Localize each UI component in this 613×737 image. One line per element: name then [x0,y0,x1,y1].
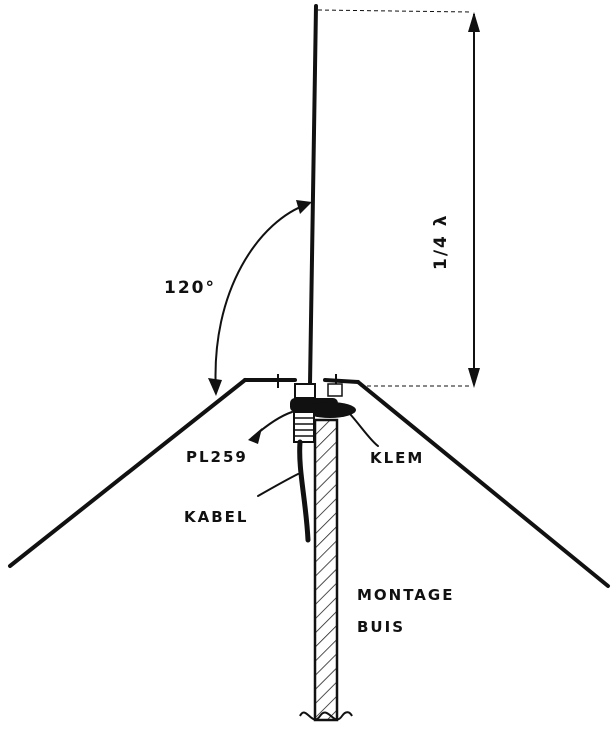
hex-nut [327,383,343,397]
angle-arrow-bottom [208,378,222,396]
connector-label: PL259 [186,448,248,466]
connector-top [294,383,316,399]
mount-label-line2: BUIS [357,618,405,636]
radials [8,378,610,588]
dimension-arrow-top [468,12,480,32]
clamp-band [304,402,356,418]
dimension-extension-lines [317,9,471,387]
right-radial [323,378,360,384]
clamp-label: KLEM [370,449,424,467]
mount-label-line1: MONTAGE [357,586,454,604]
left-radial-sloped [8,378,247,568]
top-extension-line [317,9,471,13]
connector-thread [293,411,315,443]
wavelength-label: 1/4 λ [431,213,451,270]
leader-lines [248,411,379,497]
vertical-radiator [308,4,318,386]
angle-arc [208,200,312,396]
mounting-tube [299,418,353,722]
dimension-arrow-bottom [468,368,480,388]
angle-arrow-top [296,200,312,214]
kabel-leader [257,473,299,497]
angle-label: 120° [164,278,216,298]
coax-cable [297,439,311,543]
mounting-tube-body [313,418,339,722]
connector-assembly [290,383,356,443]
pl259-leader-arrow [248,428,262,444]
quarter-wave-dimension [468,12,480,388]
cable-label: KABEL [184,508,248,526]
angle-arc-curve [214,203,309,393]
klem-leader [349,413,379,447]
tube-break-mark [299,711,353,721]
right-radial-sloped [356,380,610,588]
